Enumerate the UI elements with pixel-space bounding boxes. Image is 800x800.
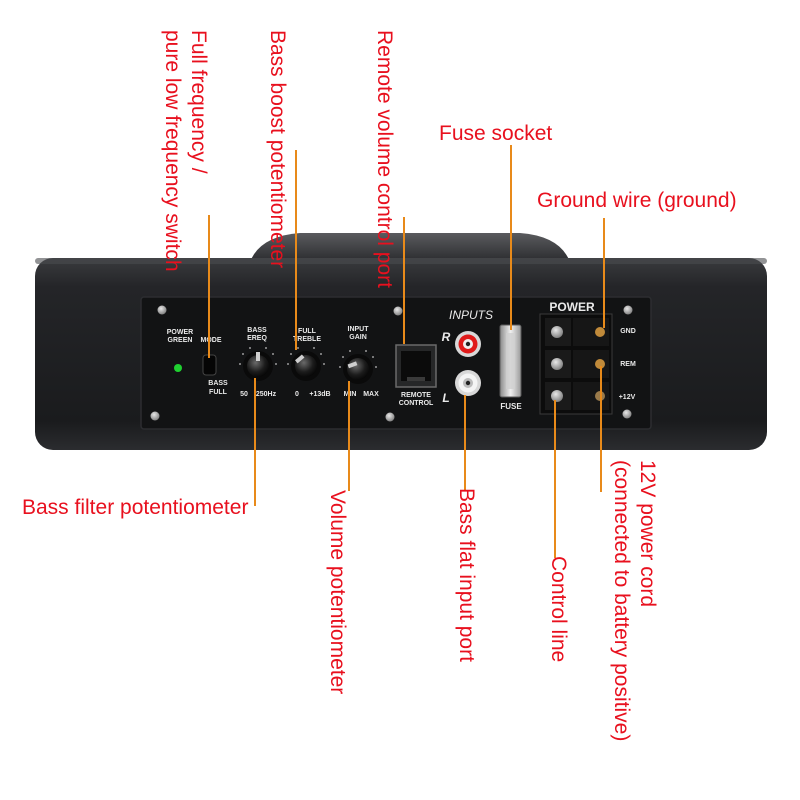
label-treble-min: 0 [295,391,299,398]
label-remote-control: REMOTE CONTROL [398,392,434,407]
label-gnd: GND [620,328,636,335]
label-input-gain: INPUT GAIN [347,326,369,341]
callout-remote-port: Remote volume control port [373,30,396,288]
label-gain-min: MIN [343,391,357,398]
label-bass-freq-max: 250Hz [255,391,277,398]
callout-control-line: Control line [547,556,570,663]
leader-power-cord [600,366,602,492]
label-full-switch: FULL [209,389,227,396]
callout-volume: Volume potentiometer [326,490,349,695]
callout-mode-switch: Full frequency / pure low frequency swit… [161,30,210,272]
callout-power-cord: 12V power cord (connected to battery pos… [610,460,659,742]
callout-fuse-socket: Fuse socket [439,122,553,145]
leader-bass-boost [295,150,297,350]
leader-volume [348,381,350,491]
label-power: POWER [549,300,595,314]
label-bass-switch: BASS [208,380,228,387]
label-l: L [442,391,450,405]
label-gain-max: MAX [363,391,379,398]
power-led-icon [174,364,182,372]
callout-bass-filter: Bass filter potentiometer [22,496,249,519]
leader-remote-port [403,217,405,344]
label-12v: +12V [618,394,636,401]
callout-ground-wire: Ground wire (ground) [537,189,737,212]
leader-bass-flat [464,395,466,490]
chassis-top-cover [250,233,570,262]
mode-switch-icon [202,354,217,376]
callout-bass-flat: Bass flat input port [455,488,478,662]
label-bass-freq-min: 50 [240,391,248,398]
leader-control-line [554,400,556,558]
label-power-green: POWER GREEN [166,329,194,344]
leader-fuse-socket [510,145,512,330]
label-mode: MODE [200,337,222,344]
label-inputs: INPUTS [448,308,493,322]
leader-ground-wire [603,218,605,328]
label-bass-freq: BASS EREQ [247,327,267,342]
panel-screws [150,305,633,422]
callout-bass-boost: Bass boost potentiometer [266,30,289,269]
leader-bass-filter [254,378,256,506]
label-fuse: FUSE [500,402,522,411]
leader-mode-switch [208,215,210,358]
rca-r-icon [455,331,481,357]
rca-l-icon [455,370,481,396]
knobs [243,351,373,384]
label-rem: REM [620,361,636,368]
label-full-treble: FULL TREBLE [293,328,321,343]
label-r: R [441,330,451,344]
label-treble-max: +13dB [309,391,331,398]
